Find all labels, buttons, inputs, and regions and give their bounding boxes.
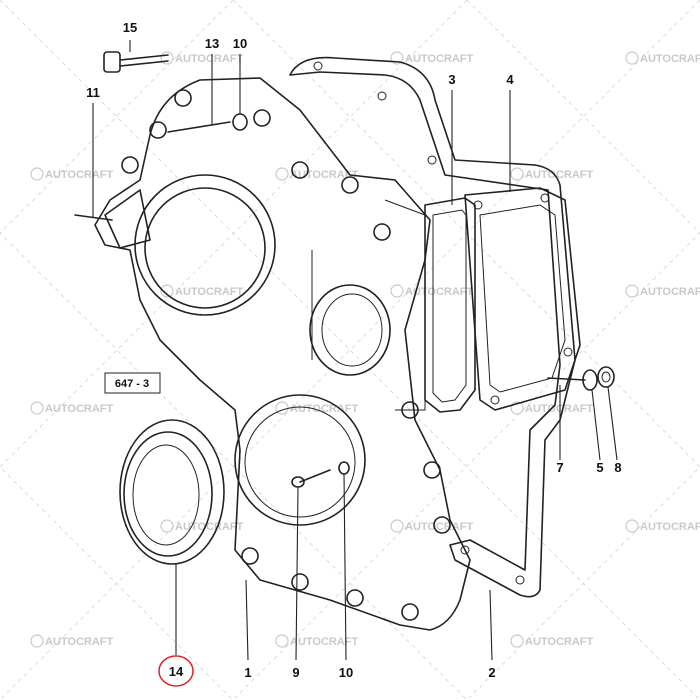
callout-8: 8 [614,460,621,475]
watermark-logo-icon [30,634,44,648]
watermark-text: AUTOCRAFT [175,53,244,65]
watermark-text: AUTOCRAFT [290,169,359,181]
gasket-part-2 [289,56,576,598]
watermark-logo-icon [160,519,174,533]
watermark-logo-icon [30,401,44,415]
cover-plate-part-4 [464,187,581,411]
callout-4: 4 [506,72,514,87]
callout-3: 3 [448,72,455,87]
watermark-logo-icon [390,284,404,298]
callout-labels: 15 13 10 11 3 4 7 5 8 14 1 9 10 2 [86,20,622,687]
callout-14: 14 [169,664,184,679]
callout-15: 15 [123,20,137,35]
watermark-text: AUTOCRAFT [45,169,114,181]
watermark-text: AUTOCRAFT [405,286,474,298]
leader-lines [92,40,618,661]
watermark-logo-icon [510,167,524,181]
watermark-text: AUTOCRAFT [640,53,700,65]
timing-cover-part-1 [94,77,471,631]
callout-9: 9 [292,665,299,680]
watermark-text: AUTOCRAFT [290,403,359,415]
callout-5: 5 [596,460,603,475]
watermark-logo-icon [625,51,639,65]
reference-code: 647 - 3 [115,378,149,390]
reference-code-box: 647 - 3 [104,372,161,394]
watermark-text: AUTOCRAFT [175,286,244,298]
watermark-logo-icon [390,51,404,65]
watermark-logo-icon [390,519,404,533]
callout-10-bottom: 10 [339,665,353,680]
watermark-logo-icon [625,519,639,533]
watermark-text: AUTOCRAFT [45,636,114,648]
callout-2: 2 [488,665,495,680]
watermark-logo-icon [30,167,44,181]
callout-13: 13 [205,36,219,51]
watermark-text: AUTOCRAFT [290,636,359,648]
watermark-logo-icon [275,634,289,648]
watermark-text: AUTOCRAFT [525,403,594,415]
bolts-and-studs [74,51,248,221]
callout-1: 1 [244,665,251,680]
plate-gasket-part-3 [424,197,476,413]
oil-seal-part-14 [119,419,225,565]
watermark-logo-icon [625,284,639,298]
watermark-logo-icon [160,51,174,65]
watermark-text: AUTOCRAFT [640,521,700,533]
watermark-text: AUTOCRAFT [525,636,594,648]
watermark-text: AUTOCRAFT [175,521,244,533]
fastener-parts-5-7-8 [547,366,615,391]
watermark-logo-icon [510,401,524,415]
watermark-text: AUTOCRAFT [405,53,474,65]
callout-10-top: 10 [233,36,247,51]
watermark-logo-icon [510,634,524,648]
watermarks: AUTOCRAFT AUTOCRAFT AUTOCRAFT AUTOCRAFT AUTO… [30,51,700,648]
watermark-text: AUTOCRAFT [405,521,474,533]
watermark-logo-icon [275,167,289,181]
watermark-logo-icon [160,284,174,298]
callout-14-highlight-ring [158,655,194,687]
callout-7: 7 [556,460,563,475]
watermark-text: AUTOCRAFT [525,169,594,181]
watermark-text: AUTOCRAFT [640,286,700,298]
watermark-text: AUTOCRAFT [45,403,114,415]
callout-11: 11 [86,85,100,100]
